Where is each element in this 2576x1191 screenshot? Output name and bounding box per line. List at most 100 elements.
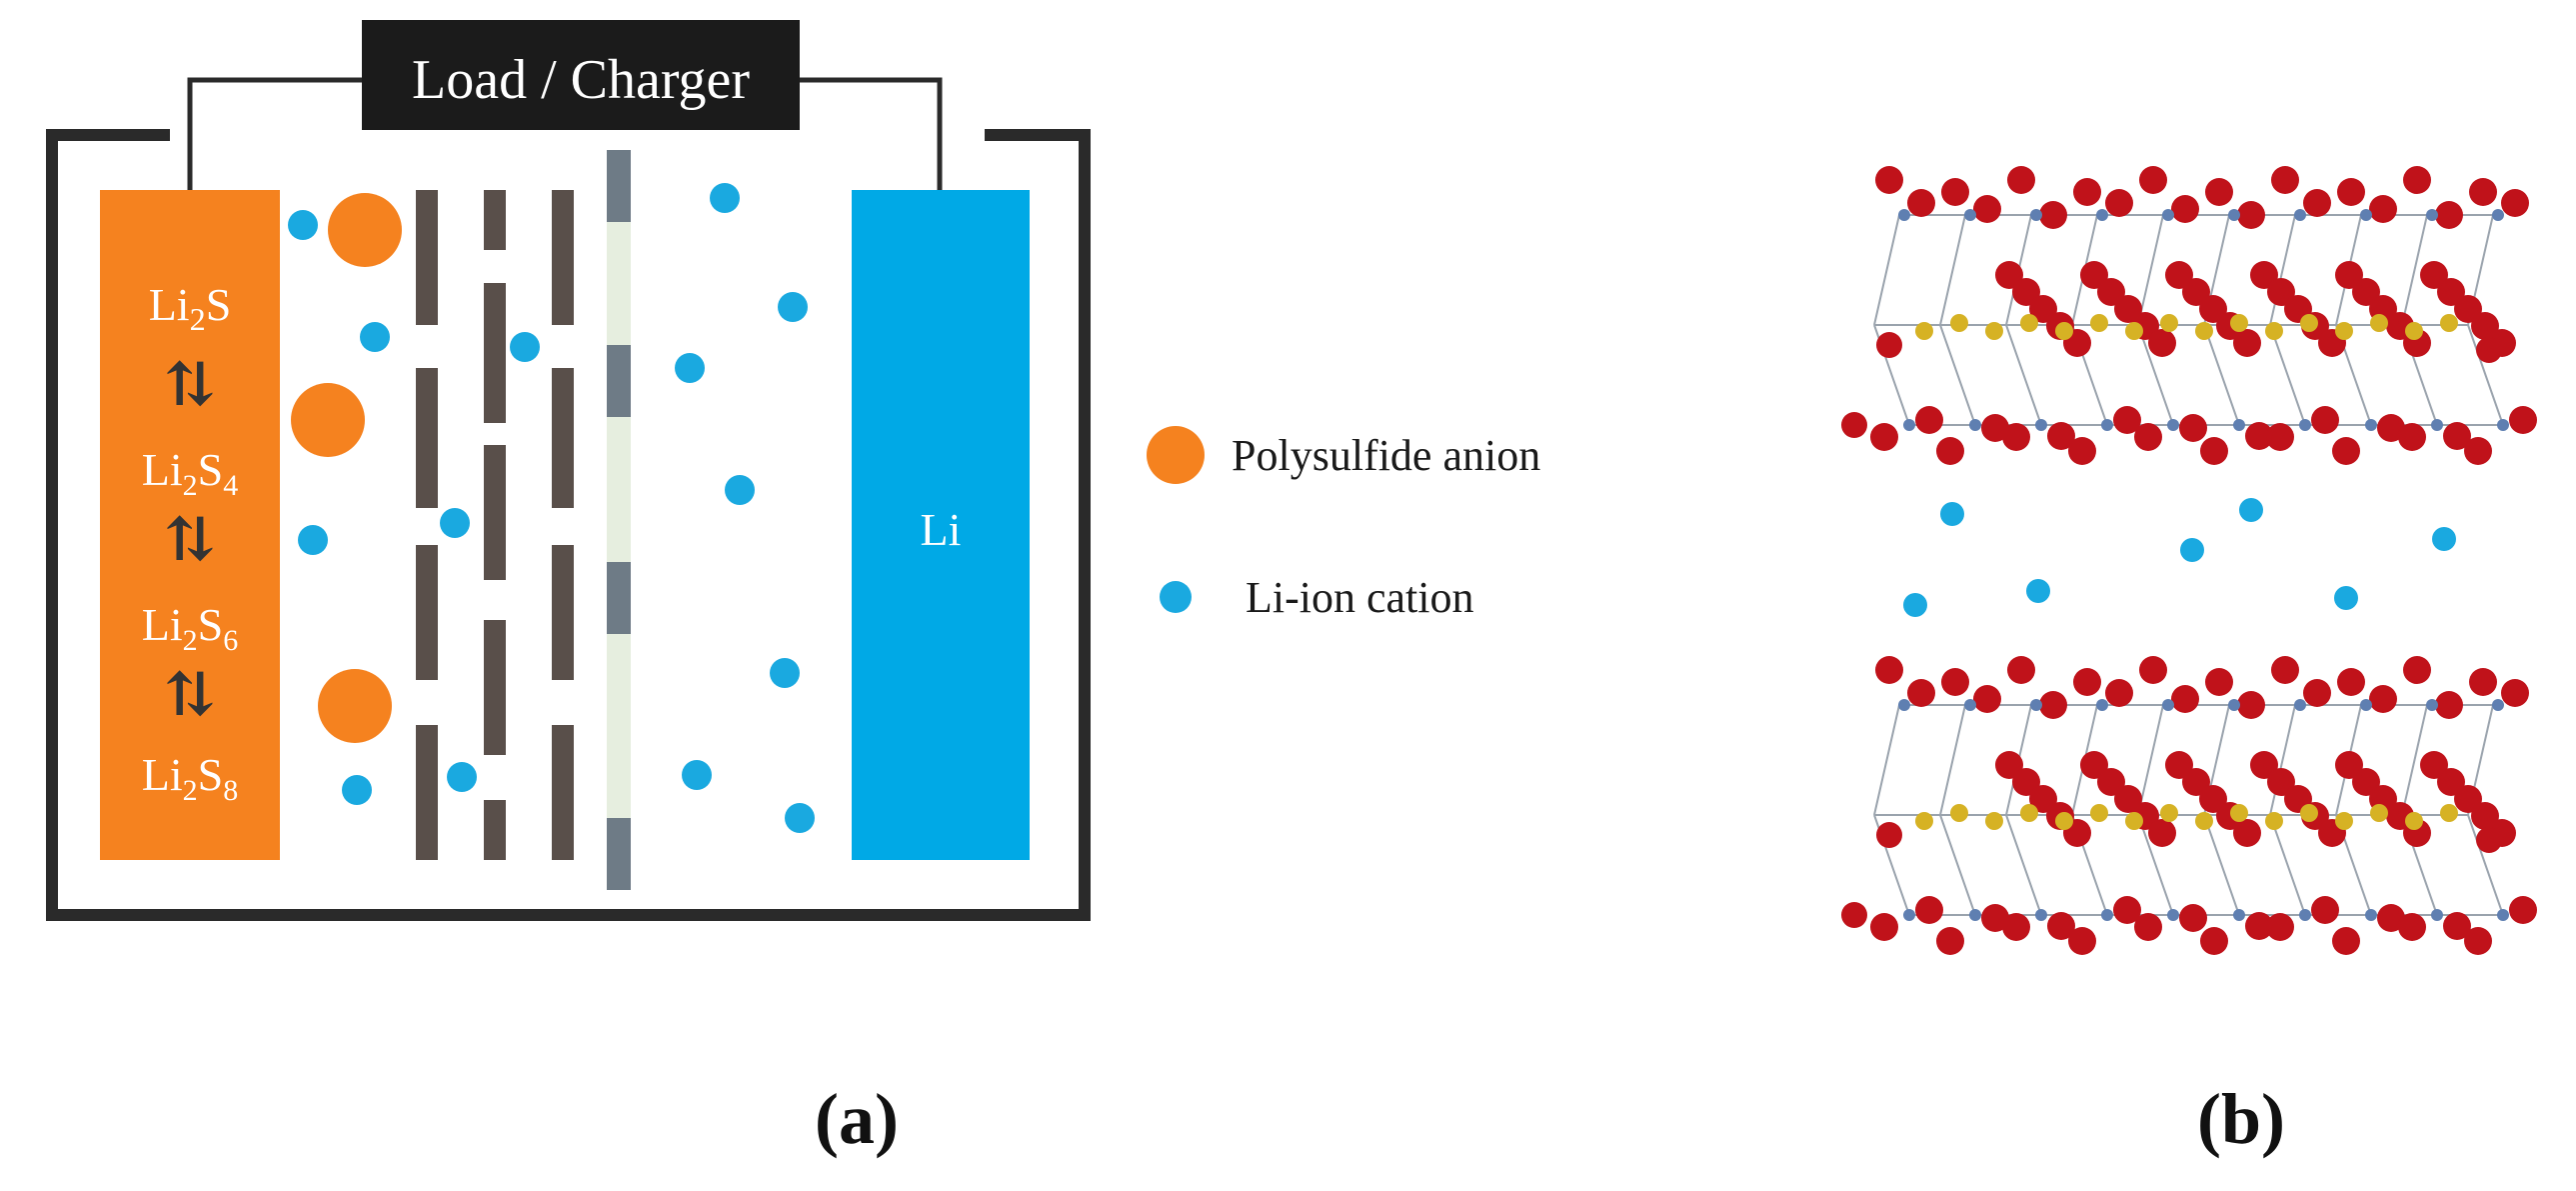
oxygen-atom <box>2377 414 2405 442</box>
crystal-slab <box>1841 166 2537 465</box>
bond <box>2203 324 2240 426</box>
oxygen-atom <box>2271 656 2299 684</box>
metal-atom <box>2228 209 2240 221</box>
oxygen-atom <box>2002 423 2030 451</box>
oxygen-atom <box>2200 927 2228 955</box>
atoms <box>1841 656 2537 955</box>
sulfur-atom <box>2020 804 2038 822</box>
plate <box>552 190 574 325</box>
bond <box>1939 704 1966 816</box>
oxygen-atom <box>2165 751 2193 779</box>
bond <box>2137 814 2174 916</box>
bond <box>2467 814 2504 916</box>
bond <box>2269 214 2296 326</box>
oxygen-atom <box>2403 166 2431 194</box>
plate <box>484 190 506 250</box>
oxygen-atom <box>1875 656 1903 684</box>
sulfur-atom <box>2160 804 2178 822</box>
sulfur-atom <box>2160 314 2178 332</box>
metal-atom <box>1969 909 1981 921</box>
oxygen-atom <box>2237 201 2265 229</box>
oxygen-atom <box>2171 195 2199 223</box>
oxygen-atom <box>2266 913 2294 941</box>
sulfur-atom <box>2440 804 2458 822</box>
separator <box>607 150 631 890</box>
bond <box>2401 214 2428 326</box>
metal-atom <box>2030 209 2042 221</box>
oxygen-atom <box>1981 904 2009 932</box>
oxygen-atom <box>1941 668 1969 696</box>
sulfur-atom <box>2055 322 2073 340</box>
oxygen-atom <box>2139 166 2167 194</box>
metal-atom <box>2162 699 2174 711</box>
oxygen-atom <box>2139 656 2167 684</box>
oxygen-atom <box>1973 195 2001 223</box>
li-ion-cation <box>778 292 808 322</box>
metal-atom <box>1898 209 1910 221</box>
li-ion-cation <box>510 332 540 362</box>
plate <box>484 800 506 860</box>
bond <box>1939 324 1976 426</box>
oxygen-atom <box>2437 768 2465 796</box>
oxygen-atom <box>2303 189 2331 217</box>
oxygen-atom <box>2002 913 2030 941</box>
metal-atom <box>1898 699 1910 711</box>
metal-atom <box>2167 419 2179 431</box>
sulfur-atom <box>2195 812 2213 830</box>
sulfur-atom <box>2300 804 2318 822</box>
oxygen-atom <box>1981 414 2009 442</box>
panel-a-cell-diagram: Load / Charger Li2S ⇅ Li2S4 ⇅ Li2S6 ⇅ Li… <box>46 20 1091 921</box>
caption-a: (a) <box>815 1079 899 1159</box>
oxygen-atom <box>2509 896 2537 924</box>
oxygen-atom <box>2420 751 2448 779</box>
oxygen-atom <box>1936 927 1964 955</box>
oxygen-atom <box>2179 414 2207 442</box>
sulfur-atom <box>2265 812 2283 830</box>
load-charger-box <box>362 20 800 130</box>
metal-atom <box>2497 909 2509 921</box>
metal-atom <box>2167 909 2179 921</box>
oxygen-atom <box>2245 422 2273 450</box>
oxygen-atom <box>2182 768 2210 796</box>
oxygen-atom <box>2134 913 2162 941</box>
bond <box>1939 814 1976 916</box>
oxygen-atom <box>2200 437 2228 465</box>
oxygen-atom <box>2245 912 2273 940</box>
oxygen-atom <box>2199 785 2227 813</box>
metal-atom <box>2431 909 2443 921</box>
metal-atom <box>2101 909 2113 921</box>
oxygen-atom <box>2047 422 2075 450</box>
metal-atom <box>2431 419 2443 431</box>
metal-atom <box>2492 699 2504 711</box>
oxygen-atom <box>1941 178 1969 206</box>
bond <box>1873 214 1900 326</box>
metal-atom <box>2096 209 2108 221</box>
oxygen-atom <box>2179 904 2207 932</box>
sulfur-atom <box>2125 322 2143 340</box>
oxygen-atom <box>2335 751 2363 779</box>
panel-b-layered-structure <box>1841 166 2537 955</box>
atoms <box>1841 166 2537 465</box>
oxygen-atom <box>2476 827 2502 853</box>
oxygen-atom <box>2165 261 2193 289</box>
li-ion-cation <box>360 322 390 352</box>
oxygen-atom <box>2501 679 2529 707</box>
oxygen-atom <box>2454 785 2482 813</box>
plate <box>552 368 574 508</box>
oxygen-atom <box>2398 913 2426 941</box>
oxygen-atom <box>2073 178 2101 206</box>
oxygen-atom <box>2068 927 2096 955</box>
oxygen-atom <box>2007 166 2035 194</box>
oxygen-atom <box>1915 406 1943 434</box>
polysulfide-anion <box>291 383 365 457</box>
oxygen-atom <box>2134 423 2162 451</box>
bond <box>2005 814 2042 916</box>
oxygen-atom <box>2047 912 2075 940</box>
metal-atom <box>2162 209 2174 221</box>
oxygen-atom <box>2114 295 2142 323</box>
sulfur-atom <box>2335 322 2353 340</box>
oxygen-atom <box>2332 927 2360 955</box>
oxygen-atom <box>2267 278 2295 306</box>
oxygen-atom <box>2464 927 2492 955</box>
plate <box>484 283 506 423</box>
